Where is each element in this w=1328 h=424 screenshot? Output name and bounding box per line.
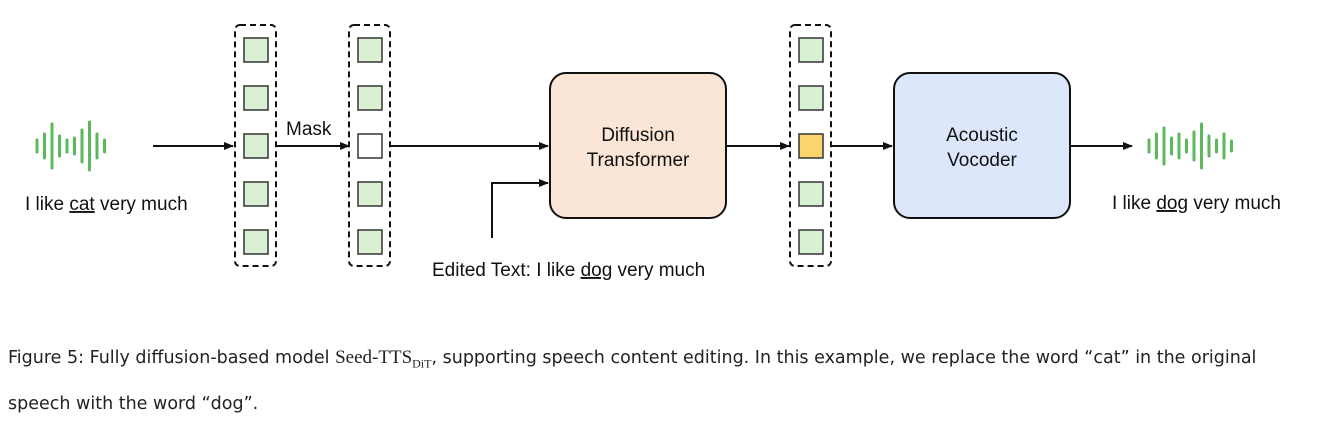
input-waveform-icon xyxy=(35,120,106,172)
vocoder-label-line2: Vocoder xyxy=(947,150,1017,171)
original-token-column xyxy=(234,24,277,267)
token xyxy=(798,37,824,63)
edited-text-label: Edited Text: I like dog very much xyxy=(432,260,705,281)
token xyxy=(243,37,269,63)
token xyxy=(243,229,269,255)
caption-prefix: Figure 5: Fully diffusion-based model xyxy=(8,348,336,368)
mask-label: Mask xyxy=(286,119,332,140)
token xyxy=(798,229,824,255)
figure-caption: Figure 5: Fully diffusion-based model Se… xyxy=(8,338,1318,424)
output-sentence: I like dog very much xyxy=(1112,193,1281,214)
diffusion-transformer-block: Diffusion Transformer xyxy=(549,72,727,219)
predicted-token xyxy=(798,133,824,159)
token xyxy=(798,85,824,111)
caption-model-name: Seed-TTS xyxy=(335,347,413,368)
edited-text-arrow xyxy=(491,179,549,238)
token xyxy=(243,181,269,207)
token xyxy=(357,229,383,255)
dit-label-line1: Diffusion xyxy=(601,125,675,146)
token xyxy=(243,133,269,159)
output-waveform-icon xyxy=(1147,122,1233,170)
acoustic-vocoder-block: Acoustic Vocoder xyxy=(893,72,1071,219)
caption-suffix: , supporting speech content editing. In … xyxy=(8,348,1257,414)
token xyxy=(357,181,383,207)
caption-model-subscript: DiT xyxy=(412,356,432,371)
token xyxy=(798,181,824,207)
speech-editing-diagram: I like cat very much Mask Diffusion Tran… xyxy=(25,24,1281,281)
dit-label-line2: Transformer xyxy=(587,150,690,171)
vocoder-label-line1: Acoustic xyxy=(946,125,1018,146)
generated-token-column xyxy=(789,24,832,267)
token xyxy=(357,37,383,63)
masked-token-column xyxy=(348,24,391,267)
input-sentence: I like cat very much xyxy=(25,194,188,215)
token xyxy=(243,85,269,111)
token xyxy=(357,85,383,111)
masked-token xyxy=(357,133,383,159)
